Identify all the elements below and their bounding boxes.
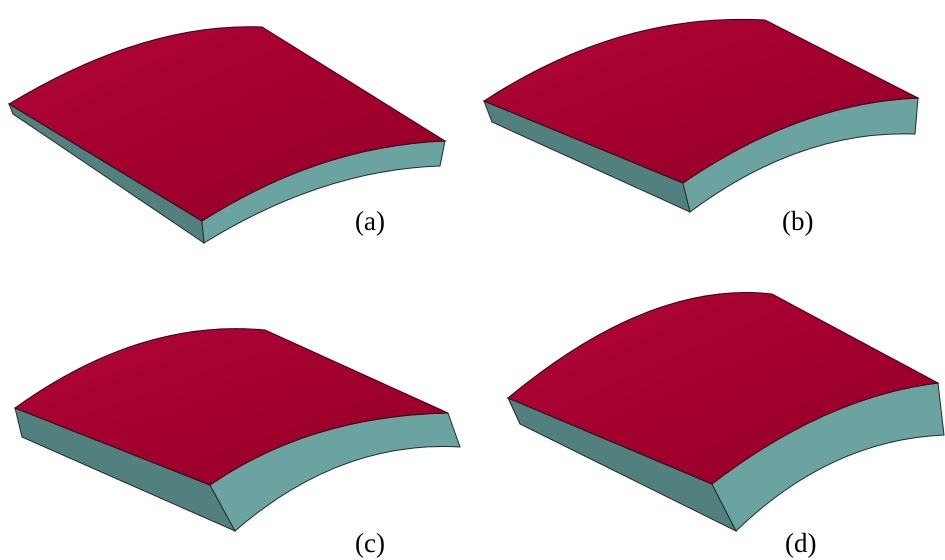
panel-d-top-face (507, 292, 940, 485)
panel-c-label: (c) (355, 528, 385, 558)
panel-d: (d) (507, 292, 945, 558)
panel-b: (b) (482, 18, 920, 236)
panel-a-top-face (8, 26, 447, 222)
panel-a: (a) (7, 26, 447, 245)
panel-c: (c) (13, 328, 461, 558)
panel-d-label: (d) (785, 528, 816, 558)
panel-b-top-face (482, 18, 920, 184)
panel-b-label: (b) (782, 206, 813, 236)
panel-a-label: (a) (355, 206, 385, 236)
panel-c-top-face (13, 328, 449, 486)
